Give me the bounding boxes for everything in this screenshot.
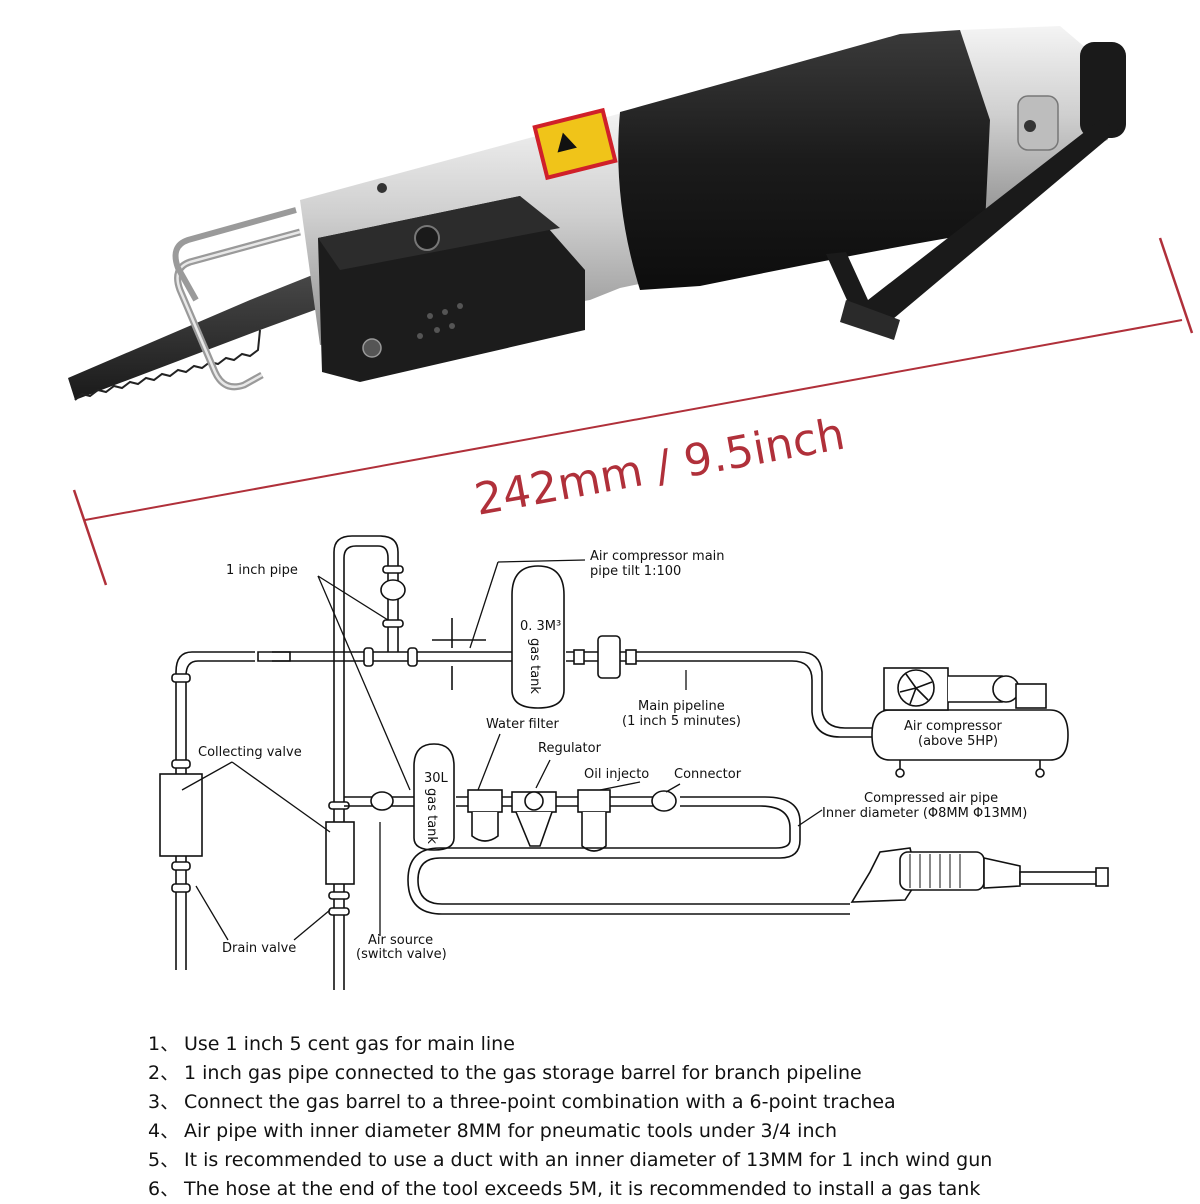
instruction-text: Air pipe with inner diameter 8MM for pne… — [184, 1120, 837, 1142]
label-small-tank-volume: 30L — [424, 771, 449, 786]
riser-pipe — [325, 535, 418, 990]
label-large-tank-volume: 0. 3M³ — [520, 619, 561, 634]
collecting-valve-body — [159, 773, 203, 857]
instruction-item: 6、The hose at the end of the tool exceed… — [148, 1175, 1188, 1204]
label-main-pipeline-1: Main pipeline — [638, 699, 725, 714]
left-branch — [159, 651, 255, 970]
label-large-tank-name: gas tank — [527, 638, 542, 694]
label-oil-injector: Oil injecto — [584, 767, 649, 782]
leader-lines — [181, 559, 823, 941]
saw-blade — [68, 268, 342, 400]
warning-sticker — [532, 107, 618, 181]
instruction-number: 3、 — [148, 1091, 180, 1113]
air-saw-illustration — [68, 26, 1126, 401]
diagram-labels: 1 inch pipe Air compressor main pipe til… — [198, 549, 1027, 962]
dimension-tick-right — [1158, 237, 1194, 334]
large-gas-tank — [511, 565, 637, 709]
branch-pipe — [344, 791, 801, 840]
instruction-item: 2、1 inch gas pipe connected to the gas s… — [148, 1059, 1188, 1088]
instruction-text: Use 1 inch 5 cent gas for main line — [184, 1033, 515, 1055]
water-filter-body — [467, 789, 503, 813]
impact-gun — [850, 847, 1109, 903]
label-main-pipe-tilt-2: pipe tilt 1:100 — [590, 564, 681, 579]
small-gas-tank — [413, 743, 455, 851]
air-compressor — [871, 667, 1069, 778]
label-compressed-pipe-1: Compressed air pipe — [864, 791, 998, 806]
label-connector: Connector — [674, 767, 742, 782]
instruction-text: It is recommended to use a duct with an … — [184, 1149, 993, 1171]
instruction-item: 5、It is recommended to use a duct with a… — [148, 1146, 1188, 1175]
label-air-compressor-1: Air compressor — [904, 719, 1003, 734]
dimension-indicator: 242mm / 9.5inch — [72, 237, 1194, 586]
instruction-item: 1、Use 1 inch 5 cent gas for main line — [148, 1030, 1188, 1059]
instruction-number: 4、 — [148, 1120, 180, 1142]
riser-filter-body — [325, 821, 355, 885]
label-air-compressor-2: (above 5HP) — [918, 734, 998, 749]
label-main-pipeline-2: (1 inch 5 minutes) — [622, 714, 741, 729]
instruction-number: 5、 — [148, 1149, 180, 1171]
instruction-text: 1 inch gas pipe connected to the gas sto… — [184, 1062, 862, 1084]
blade-teeth — [74, 329, 261, 401]
main-pipe — [257, 651, 875, 738]
air-hose — [407, 839, 850, 915]
instructions-list: 1、Use 1 inch 5 cent gas for main line 2、… — [148, 1030, 1188, 1204]
label-regulator: Regulator — [538, 741, 602, 756]
instruction-item: 4、Air pipe with inner diameter 8MM for p… — [148, 1117, 1188, 1146]
label-drain-valve: Drain valve — [222, 941, 296, 956]
dimension-label: 242mm / 9.5inch — [471, 409, 849, 526]
air-inlet — [1080, 42, 1126, 138]
instruction-number: 2、 — [148, 1062, 180, 1084]
oil-injector-body — [577, 789, 611, 813]
label-one-inch-pipe: 1 inch pipe — [226, 563, 298, 578]
label-compressed-pipe-2: Inner diameter (Φ8MM Φ13MM) — [822, 806, 1027, 821]
instruction-text: Connect the gas barrel to a three-point … — [184, 1091, 896, 1113]
label-water-filter: Water filter — [486, 717, 559, 732]
instruction-item: 3、Connect the gas barrel to a three-poin… — [148, 1088, 1188, 1117]
instruction-number: 6、 — [148, 1178, 180, 1200]
frl-unit — [467, 789, 677, 852]
label-air-source-2: (switch valve) — [356, 947, 447, 962]
rubber-grip — [618, 30, 992, 290]
label-small-tank-name: gas tank — [424, 788, 439, 844]
instruction-number: 1、 — [148, 1033, 180, 1055]
dimension-line — [84, 319, 1183, 521]
label-main-pipe-tilt-1: Air compressor main — [590, 549, 725, 564]
dimension-tick-left — [72, 489, 108, 586]
tilt-indicator — [432, 618, 486, 690]
label-collecting-valve: Collecting valve — [198, 745, 302, 760]
instruction-text: The hose at the end of the tool exceeds … — [184, 1178, 981, 1200]
label-air-source-1: Air source — [368, 933, 433, 948]
trigger-lever — [826, 120, 1118, 330]
pipeline-diagram — [159, 535, 1109, 990]
